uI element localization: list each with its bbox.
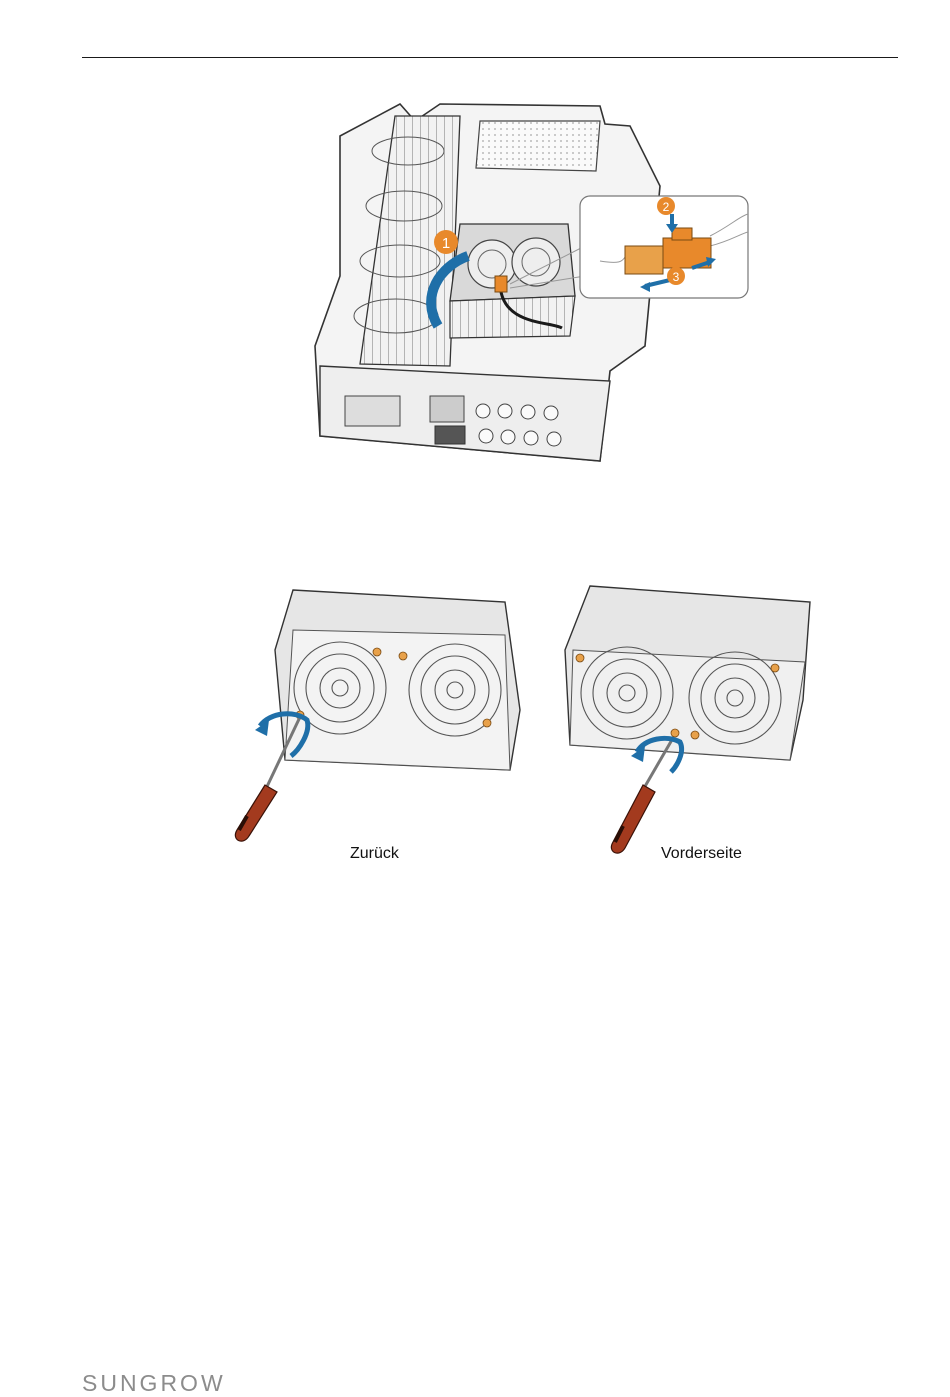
caption-front: Vorderseite [661,846,742,862]
step-1-label: 1 [442,235,450,252]
inverter-fan-connector-illustration: 1 2 3 [300,96,760,468]
header-rule [82,57,898,58]
step-3-label: 3 [673,270,680,284]
step-2-label: 2 [663,200,670,214]
sungrow-logo: SUNGROW [82,1370,226,1397]
fan-module-screw-removal-illustration [215,580,825,875]
caption-back: Zurück [350,846,399,862]
